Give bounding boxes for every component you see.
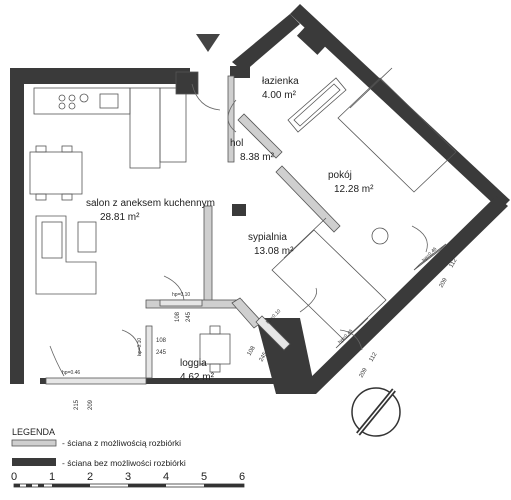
svg-text:8.38 m²: 8.38 m² — [240, 152, 275, 163]
svg-text:sypialnia: sypialnia — [248, 232, 287, 243]
svg-text:209: 209 — [359, 367, 370, 379]
svg-text:salon z aneksem kuchennym: salon z aneksem kuchennym — [86, 198, 215, 209]
legend-title: LEGENDA — [12, 427, 55, 437]
room-label-hol: hol 8.38 m² — [230, 138, 275, 163]
svg-text:hol: hol — [230, 138, 243, 149]
svg-text:28.81 m²: 28.81 m² — [100, 212, 140, 223]
svg-text:108: 108 — [247, 345, 258, 357]
scale-label: 3 — [125, 471, 131, 483]
room-label-pokoj: pokój 12.28 m² — [328, 170, 374, 195]
svg-text:108: 108 — [156, 338, 167, 344]
scale-bar: 0 1 2 3 4 5 6 — [11, 471, 245, 488]
windows — [45, 243, 447, 385]
svg-text:209: 209 — [439, 277, 450, 289]
svg-text:12.28 m²: 12.28 m² — [334, 184, 374, 195]
structural-walls — [10, 4, 510, 394]
svg-text:245: 245 — [186, 311, 192, 322]
north-compass-icon — [351, 387, 401, 437]
svg-text:hp=0.10: hp=0.10 — [137, 338, 143, 356]
entrance-triangle-icon — [196, 34, 220, 52]
legend-swatch-structural — [12, 458, 56, 466]
svg-text:245: 245 — [259, 351, 270, 363]
scale-label: 5 — [201, 471, 207, 483]
legend-swatch-removable — [11, 439, 57, 447]
dining-table — [29, 145, 83, 201]
scale-label: 4 — [163, 471, 169, 483]
door-swings — [49, 83, 428, 377]
svg-text:13.08 m²: 13.08 m² — [254, 246, 294, 257]
scale-label: 2 — [87, 471, 93, 483]
kitchen-unit — [33, 71, 199, 169]
room-label-lazienka: łazienka 4.00 m² — [262, 76, 299, 101]
window-tag-loggia-top: hp=0.10 108 245 — [172, 292, 192, 322]
svg-text:112: 112 — [369, 351, 379, 363]
window-tag-salon-bottom: hp=0.46 215 209 — [62, 370, 94, 410]
svg-text:loggia: loggia — [180, 358, 207, 369]
loggia-table — [199, 325, 231, 373]
legend: LEGENDA - ściana z możliwością rozbiórki… — [11, 427, 186, 468]
window-tag-loggia-door: hp=0.10 108 245 — [137, 338, 167, 356]
svg-text:hp=0.10: hp=0.10 — [172, 292, 190, 298]
svg-text:pokój: pokój — [328, 170, 352, 181]
svg-text:112: 112 — [449, 257, 459, 269]
scale-label: 0 — [11, 471, 17, 483]
svg-text:4.62 m²: 4.62 m² — [180, 372, 215, 383]
sofa — [35, 215, 97, 295]
bed-pokoj — [337, 67, 457, 193]
bed-sypialnia — [271, 217, 389, 341]
bathtub — [287, 77, 347, 133]
svg-text:hp=0.46: hp=0.46 — [62, 370, 80, 376]
svg-text:łazienka: łazienka — [262, 76, 299, 87]
scale-labels: 0 1 2 3 4 5 6 — [11, 471, 245, 483]
svg-text:215: 215 — [74, 399, 80, 410]
room-label-loggia: loggia 4.62 m² — [180, 358, 215, 383]
scale-label: 1 — [49, 471, 55, 483]
svg-text:108: 108 — [175, 311, 181, 322]
legend-item-structural: - ściana bez możliwości rozbiórki — [62, 458, 186, 468]
room-label-salon: salon z aneksem kuchennym 28.81 m² — [86, 198, 215, 223]
room-label-sypialnia: sypialnia 13.08 m² — [248, 232, 294, 257]
legend-item-removable: - ściana z możliwością rozbiórki — [62, 438, 181, 448]
svg-text:4.00 m²: 4.00 m² — [262, 90, 297, 101]
scale-label: 6 — [239, 471, 245, 483]
svg-text:209: 209 — [88, 399, 94, 410]
svg-text:245: 245 — [156, 350, 167, 356]
